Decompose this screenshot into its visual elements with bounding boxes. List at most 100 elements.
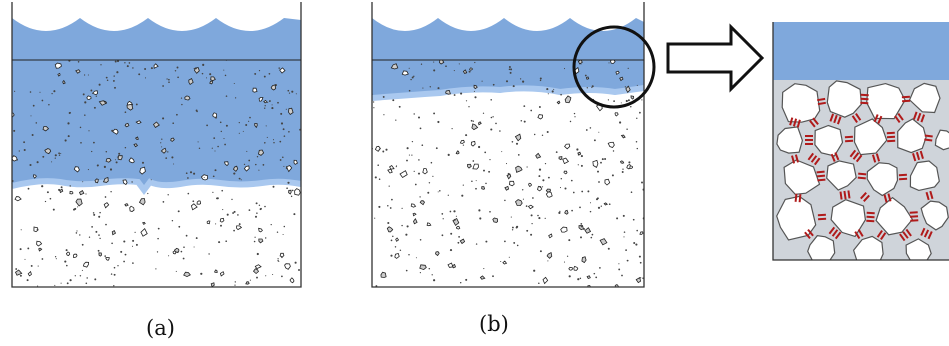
soil-particle: [510, 181, 515, 186]
soil-particle: [70, 191, 73, 194]
soil-particle: [260, 208, 262, 210]
soil-particle: [281, 276, 283, 278]
soil-particle: [390, 255, 392, 257]
soil-particle: [55, 157, 56, 158]
soil-particle: [501, 151, 502, 152]
soil-particle: [489, 159, 490, 160]
soil-particle: [93, 142, 95, 144]
soil-particle: [378, 206, 380, 208]
soil-particle: [234, 211, 236, 213]
soil-particle: [420, 272, 421, 273]
soil-particle: [392, 99, 394, 101]
soil-particle: [271, 107, 273, 109]
soil-particle: [471, 141, 475, 146]
soil-particle: [569, 267, 573, 270]
soil-particle: [37, 229, 39, 231]
soil-particle: [483, 113, 484, 114]
soil-particle: [625, 86, 626, 87]
soil-particle: [513, 242, 515, 244]
soil-particle: [416, 257, 417, 258]
soil-particle: [284, 135, 286, 137]
soil-particle: [256, 212, 258, 214]
soil-particle: [257, 156, 258, 157]
soil-particle: [30, 115, 31, 116]
soil-particle: [596, 198, 598, 200]
soil-particle: [255, 265, 261, 269]
soil-particle: [545, 218, 546, 219]
soil-particle: [539, 106, 541, 108]
soil-particle: [597, 171, 599, 173]
soil-particle: [387, 205, 389, 207]
soil-particle: [590, 127, 592, 129]
soil-particle: [61, 283, 62, 284]
soil-particle: [125, 204, 128, 207]
soil-particle: [396, 165, 397, 166]
soil-particle: [598, 207, 600, 209]
soil-particle: [578, 152, 581, 155]
soil-particle: [42, 100, 44, 102]
soil-particle: [430, 86, 431, 87]
soil-particle: [613, 150, 614, 151]
soil-particle: [473, 120, 474, 121]
soil-particle: [80, 142, 82, 144]
soil-particle: [114, 267, 116, 269]
soil-particle: [414, 171, 415, 172]
soil-particle: [459, 63, 460, 64]
soil-particle: [289, 190, 292, 194]
soil-particle: [641, 99, 642, 100]
soil-particle: [51, 93, 52, 94]
soil-particle: [582, 257, 586, 263]
soil-particle: [277, 102, 279, 104]
soil-particle: [51, 161, 52, 162]
soil-particle: [286, 109, 287, 110]
bond-line: [910, 216, 918, 217]
soil-particle: [132, 67, 133, 68]
soil-particle: [574, 113, 575, 114]
soil-particle: [564, 187, 566, 189]
soil-particle: [474, 62, 475, 63]
soil-particle: [392, 236, 393, 237]
soil-particle: [585, 228, 591, 234]
soil-particle: [281, 122, 283, 124]
soil-particle: [257, 253, 259, 255]
soil-particle: [436, 147, 438, 149]
soil-particle: [604, 158, 606, 160]
soil-particle: [136, 244, 138, 246]
soil-particle: [511, 217, 512, 218]
soil-particle: [264, 76, 266, 78]
soil-particle: [283, 166, 284, 167]
soil-particle: [472, 160, 474, 162]
soil-particle: [509, 69, 511, 71]
soil-particle: [267, 102, 268, 103]
soil-particle: [53, 90, 55, 92]
soil-particle: [239, 133, 240, 134]
soil-particle: [505, 186, 509, 190]
soil-particle: [239, 122, 240, 123]
soil-particle: [292, 190, 294, 192]
soil-particle: [547, 260, 548, 261]
soil-particle: [407, 225, 409, 227]
soil-particle: [429, 182, 430, 183]
soil-particle: [543, 277, 548, 283]
soil-particle: [233, 230, 235, 232]
soil-particle: [99, 253, 102, 256]
soil-particle: [395, 246, 396, 247]
soil-particle: [233, 173, 235, 175]
soil-particle: [442, 234, 444, 236]
bond-line: [924, 140, 932, 141]
soil-particle: [220, 272, 224, 276]
soil-particle: [548, 93, 549, 94]
soil-particle: [517, 245, 519, 247]
soil-particle: [254, 73, 256, 75]
soil-particle: [592, 85, 594, 87]
bond-line: [858, 178, 866, 179]
soil-particle: [598, 132, 599, 133]
soil-particle: [193, 173, 195, 175]
soil-particle: [438, 191, 439, 192]
soil-particle: [448, 263, 453, 267]
soil-particle: [287, 182, 289, 184]
soil-particle: [469, 71, 471, 73]
soil-particle: [418, 173, 420, 175]
soil-particle: [624, 231, 626, 233]
